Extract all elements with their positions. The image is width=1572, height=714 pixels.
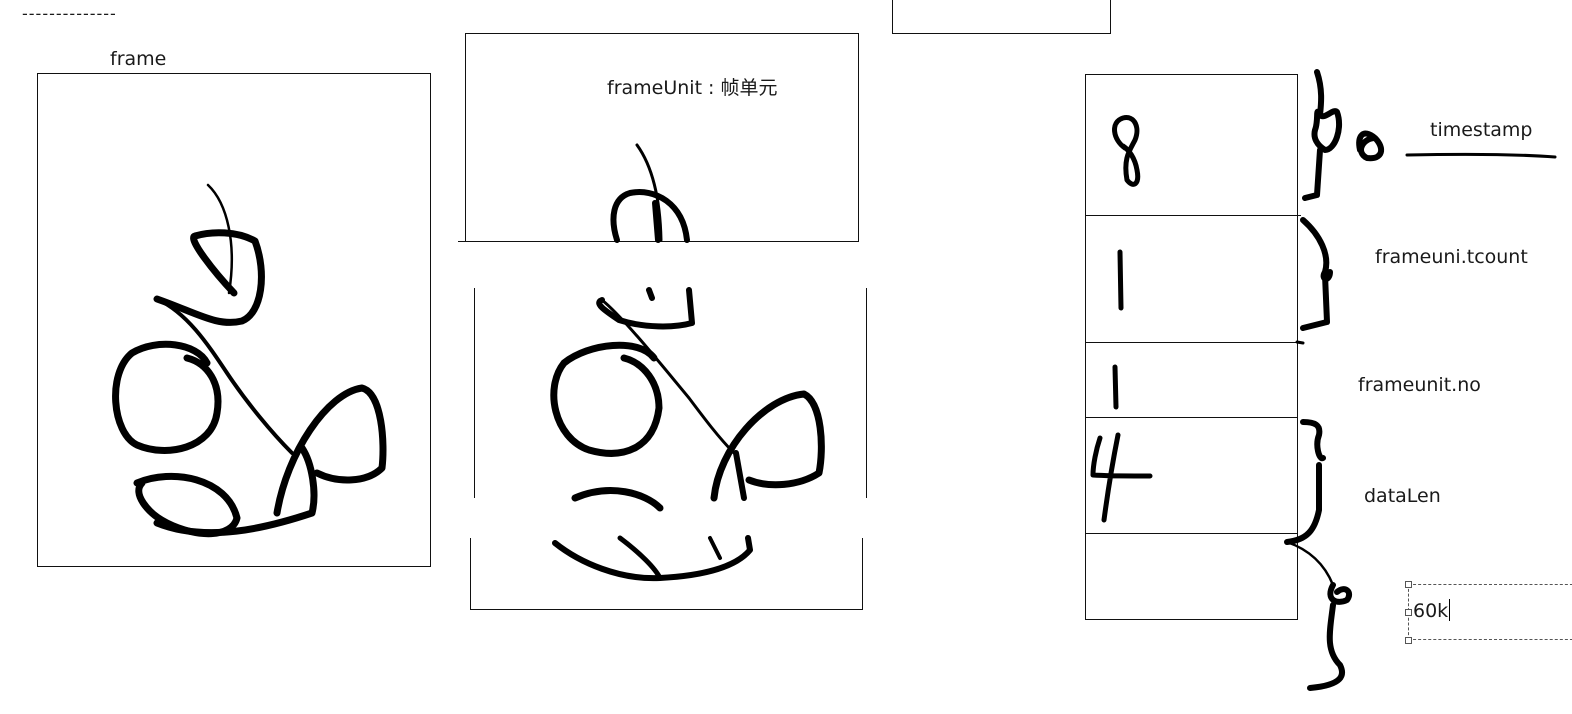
top-box-left-edge bbox=[892, 0, 893, 34]
text-box-input[interactable]: 60k bbox=[1408, 584, 1572, 640]
table-row-divider-1 bbox=[1085, 215, 1301, 216]
field-braces bbox=[1284, 69, 1385, 691]
timestamp-label: timestamp bbox=[1430, 119, 1533, 141]
table-cell-4-digit bbox=[1090, 432, 1153, 523]
table-row-divider-3 bbox=[1085, 417, 1298, 418]
top-box-bottom-edge bbox=[892, 33, 1111, 34]
frame-label: frame bbox=[110, 48, 167, 70]
datalen-label: dataLen bbox=[1364, 485, 1441, 507]
frame-unit-bottom-right-edge bbox=[862, 538, 863, 610]
frame-unit-middle-drawing bbox=[550, 287, 825, 502]
text-box-value[interactable]: 60k bbox=[1413, 599, 1451, 622]
frame-unit-lower-right-edge bbox=[866, 288, 867, 498]
table-cell-2-digit bbox=[1117, 249, 1124, 311]
resize-handle-bottom-left[interactable] bbox=[1405, 637, 1412, 644]
frame-unit-bottom-edge bbox=[470, 609, 863, 610]
timestamp-underline bbox=[1405, 152, 1557, 159]
top-box-right-edge bbox=[1110, 0, 1111, 34]
frame-unit-bottom-left-edge bbox=[470, 538, 471, 610]
table-cell-1-digit bbox=[1112, 115, 1141, 187]
packet-table bbox=[1085, 74, 1298, 620]
frame-video-drawing bbox=[112, 183, 387, 538]
resize-handle-mid-left[interactable] bbox=[1405, 609, 1412, 616]
table-row-divider-2 bbox=[1085, 342, 1298, 343]
frame-unit-top-box bbox=[465, 33, 859, 242]
frame-unit-lower-left-edge bbox=[474, 288, 475, 498]
text-cursor bbox=[1449, 599, 1451, 621]
resize-handle-top-left[interactable] bbox=[1405, 581, 1412, 588]
table-cell-3-digit bbox=[1112, 364, 1119, 410]
table-row-divider-4 bbox=[1085, 533, 1298, 534]
frameuni-tcount-label: frameuni.tcount bbox=[1375, 246, 1528, 268]
frame-unit-label: frameUnit : 帧单元 bbox=[607, 77, 778, 99]
frame-unit-top-drawing bbox=[610, 143, 690, 243]
text-box-text: 60k bbox=[1413, 600, 1449, 622]
frame-box bbox=[37, 73, 431, 567]
frameunit-no-label: frameunit.no bbox=[1358, 374, 1481, 396]
dashed-marker: -------------- bbox=[22, 4, 117, 23]
frame-unit-bottom-drawing bbox=[552, 487, 753, 582]
